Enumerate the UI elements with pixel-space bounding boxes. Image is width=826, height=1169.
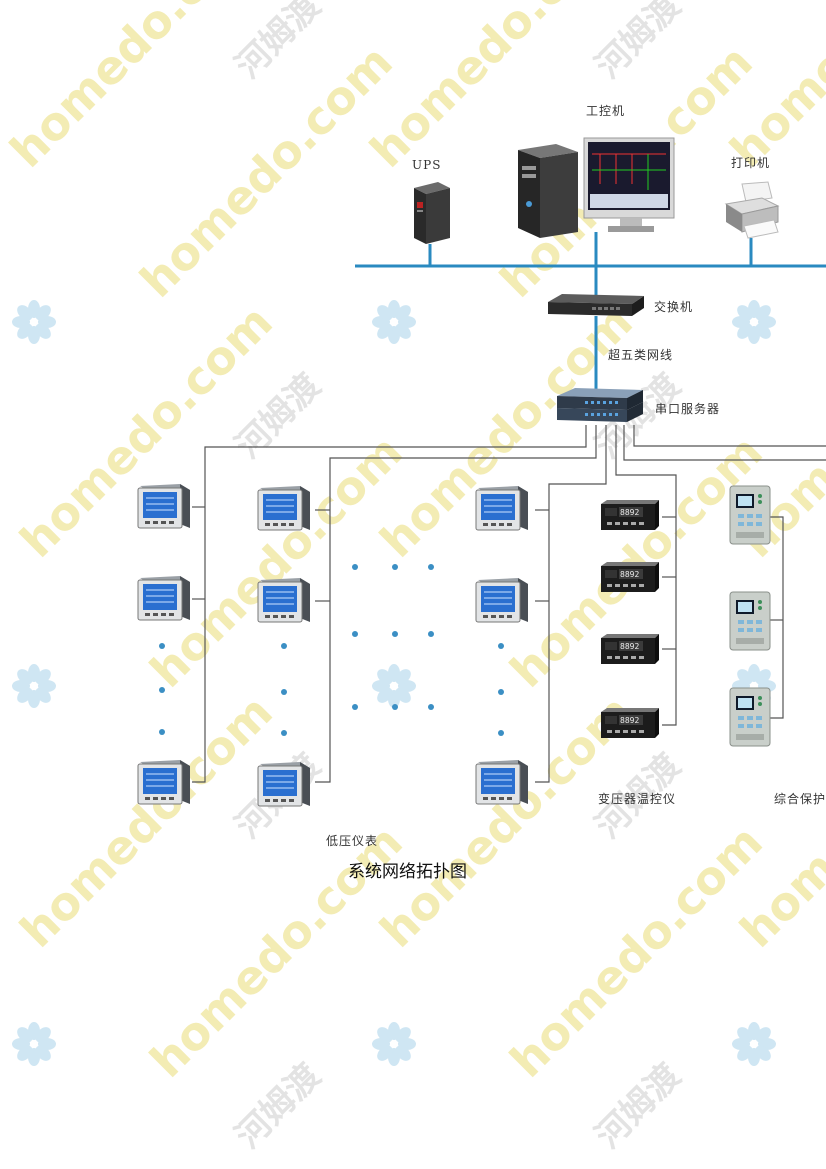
power-meter-icon [137, 576, 190, 621]
power-meter-icon [475, 486, 528, 531]
rs485-bus-4 [615, 425, 677, 726]
switch-label: 交换机 [654, 300, 694, 314]
power-meter-icon [137, 760, 190, 805]
rs485-bus-5 [623, 425, 826, 461]
power-meter-icon [257, 486, 310, 531]
workstation-label: 工控机 [586, 104, 626, 118]
serial-server-label: 串口服务器 [655, 402, 721, 416]
workstation-icon [518, 137, 675, 238]
switch-icon [548, 294, 644, 316]
serial-server-icon [557, 388, 643, 422]
temp-controller-icon: 8892 [601, 708, 659, 738]
power-meter-icon [475, 578, 528, 623]
integrated-protection-label: 综合保护 [774, 792, 826, 806]
low-voltage-meters-label: 低压仪表 [326, 834, 379, 848]
printer-icon [724, 181, 780, 239]
ups-label: UPS [412, 158, 442, 172]
rs485-bus-protection [770, 516, 784, 719]
temp-controller-icon: 8892 [601, 634, 659, 664]
diagram-caption: 系统网络拓扑图 [348, 862, 467, 882]
rs485-bus-6 [633, 425, 826, 447]
protection-relay-icon [729, 591, 771, 651]
ellipsis-dots [159, 564, 504, 736]
transformer-temp-label: 变压器温控仪 [598, 792, 677, 806]
svg-text:8892: 8892 [620, 570, 639, 579]
printer-label: 打印机 [731, 156, 771, 170]
ups-icon [414, 182, 450, 244]
power-meter-icon [257, 762, 310, 807]
power-meter-icon [137, 484, 190, 529]
svg-text:8892: 8892 [620, 642, 639, 651]
temp-controller-icon: 8892 [601, 562, 659, 592]
temp-controller-icon: 8892 [601, 500, 659, 530]
rs485-bus-3 [535, 425, 607, 783]
rs485-bus-1 [192, 425, 587, 783]
rs485-bus-2 [315, 425, 597, 783]
svg-text:8892: 8892 [620, 508, 639, 517]
cable-label: 超五类网线 [608, 348, 674, 362]
protection-relay-icon [729, 687, 771, 747]
power-meter-icon [475, 760, 528, 805]
svg-text:8892: 8892 [620, 716, 639, 725]
power-meter-icon [257, 578, 310, 623]
protection-relay-icon [729, 485, 771, 545]
